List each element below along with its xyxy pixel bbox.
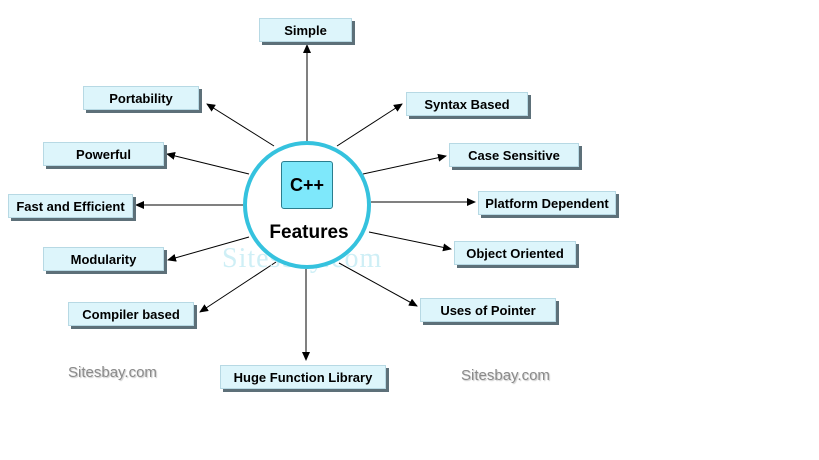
feature-box-uses-of-pointer: Uses of Pointer — [420, 298, 556, 322]
arrow-modularity — [167, 236, 250, 262]
arrow-uses-of-pointer — [338, 262, 418, 307]
feature-box-object-oriented: Object Oriented — [454, 241, 576, 265]
center-title: Features — [269, 222, 349, 243]
feature-box-fast-efficient: Fast and Efficient — [8, 194, 133, 218]
feature-box-huge-function-library: Huge Function Library — [220, 365, 386, 389]
arrow-powerful — [166, 152, 250, 175]
feature-box-modularity: Modularity — [43, 247, 164, 271]
feature-box-syntax-based: Syntax Based — [406, 92, 528, 116]
feature-box-platform-dependent: Platform Dependent — [478, 191, 616, 215]
feature-box-simple: Simple — [259, 18, 352, 42]
watermark-left: Sitesbay.com — [68, 364, 157, 381]
watermark-right: Sitesbay.com — [461, 367, 550, 384]
arrow-portability — [206, 103, 275, 147]
feature-box-portability: Portability — [83, 86, 199, 110]
arrow-syntax-based — [336, 103, 403, 147]
feature-box-case-sensitive: Case Sensitive — [449, 143, 579, 167]
arrow-object-oriented — [368, 231, 452, 252]
feature-box-powerful: Powerful — [43, 142, 164, 166]
cpp-logo-box: C++ — [281, 161, 333, 209]
arrow-compiler-based — [199, 261, 277, 313]
arrow-case-sensitive — [362, 153, 447, 175]
feature-box-compiler-based: Compiler based — [68, 302, 194, 326]
